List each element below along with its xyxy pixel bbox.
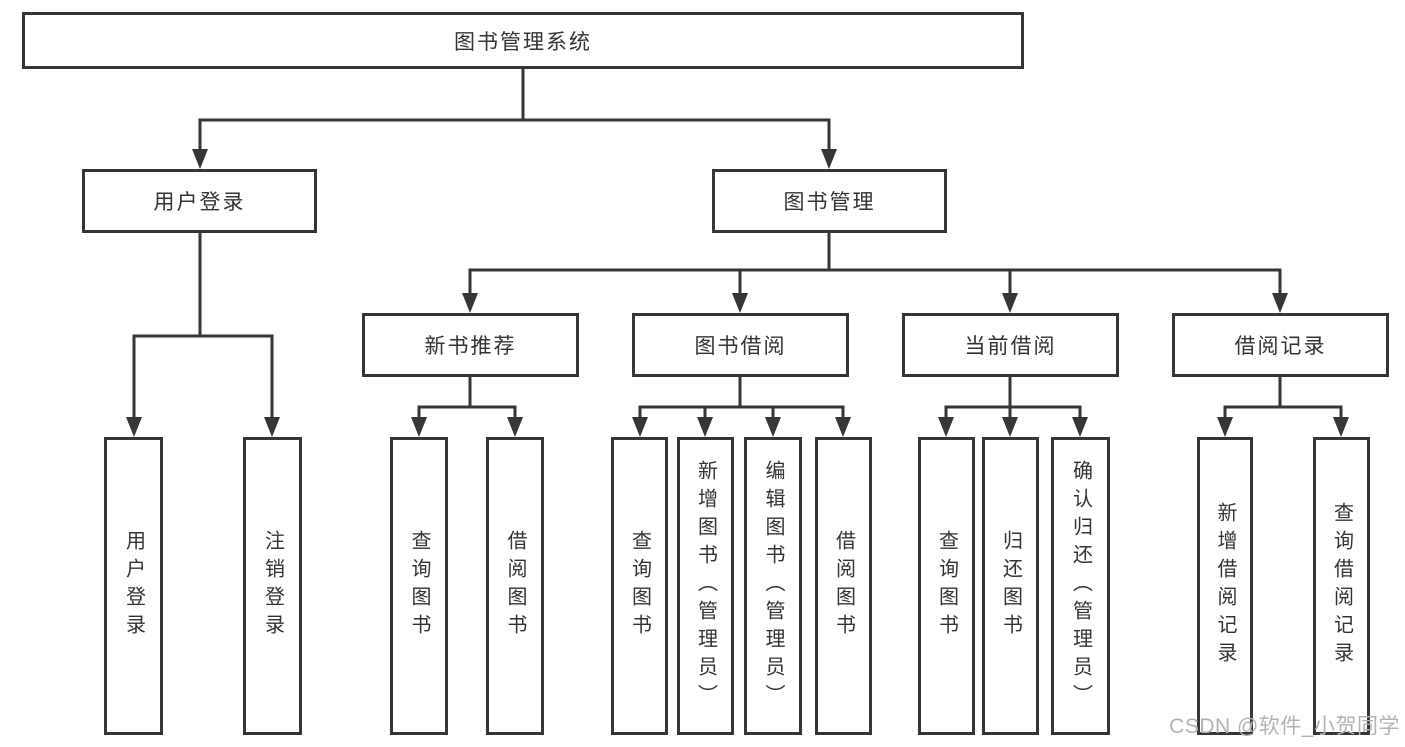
node-book-management: 图书管理 xyxy=(712,169,947,233)
leaf-borrow-books-recommend: 借阅图书 xyxy=(486,437,544,735)
node-new-book-recommend-label: 新书推荐 xyxy=(424,335,517,358)
leaf-borrow-books: 借阅图书 xyxy=(815,437,872,735)
leaf-query-books-current: 查询图书 xyxy=(918,437,975,735)
leaf-return-book: 归还图书 xyxy=(982,437,1039,735)
connector-book-borrow xyxy=(638,375,845,430)
node-book-borrow-label: 图书借阅 xyxy=(694,335,787,358)
leaf-confirm-return-admin: 确认归还（管理员） xyxy=(1051,437,1110,735)
connector-new-book-recommend xyxy=(417,375,517,430)
arrowheads xyxy=(126,149,1349,437)
node-current-borrow: 当前借阅 xyxy=(902,313,1119,377)
node-current-borrow-label: 当前借阅 xyxy=(964,335,1057,358)
connector-user-login xyxy=(132,231,274,430)
leaf-logout: 注销登录 xyxy=(243,437,302,735)
node-borrow-records: 借阅记录 xyxy=(1172,313,1389,377)
leaf-user-login: 用户登录 xyxy=(104,437,163,735)
node-new-book-recommend: 新书推荐 xyxy=(362,313,579,377)
watermark-text: CSDN @软件_小贺同学 xyxy=(1169,715,1400,738)
node-user-login-label: 用户登录 xyxy=(153,191,246,214)
node-book-borrow: 图书借阅 xyxy=(632,313,849,377)
node-borrow-records-label: 借阅记录 xyxy=(1234,335,1327,358)
node-user-login: 用户登录 xyxy=(82,169,317,233)
connector-book-management xyxy=(468,231,1282,306)
leaf-query-books-borrow: 查询图书 xyxy=(611,437,668,735)
leaf-query-books-recommend: 查询图书 xyxy=(390,437,448,735)
leaf-add-book-admin: 新增图书（管理员） xyxy=(677,437,734,735)
node-root: 图书管理系统 xyxy=(22,12,1024,69)
leaf-add-borrow-record: 新增借阅记录 xyxy=(1197,437,1253,735)
node-root-label: 图书管理系统 xyxy=(454,30,592,54)
leaf-edit-book-admin: 编辑图书（管理员） xyxy=(744,437,802,735)
leaf-query-borrow-record: 查询借阅记录 xyxy=(1313,437,1370,735)
node-book-management-label: 图书管理 xyxy=(783,191,876,214)
connector-borrow-records xyxy=(1223,375,1343,430)
connector-root xyxy=(198,67,831,162)
